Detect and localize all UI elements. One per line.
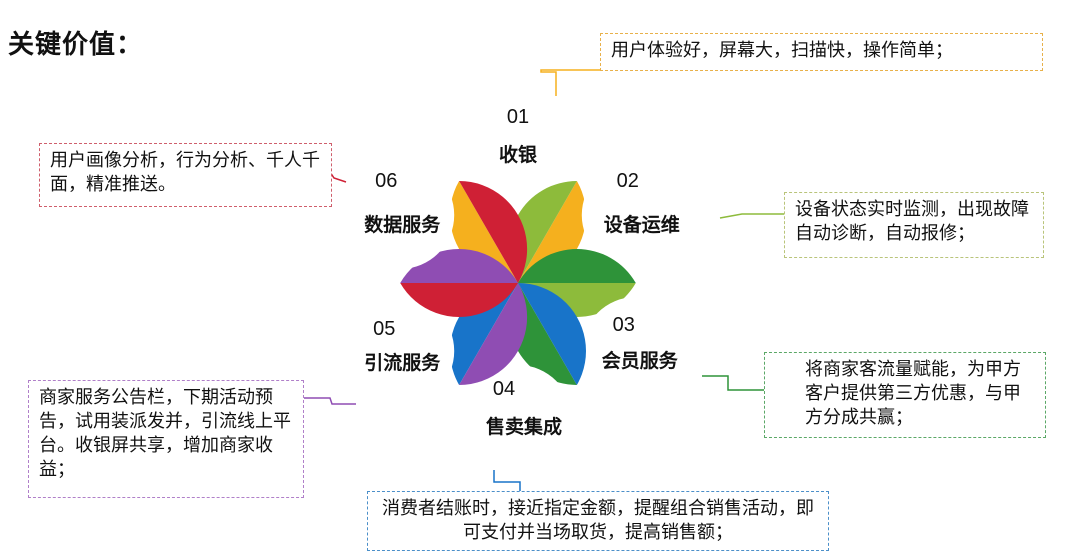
petal-01-label: 收银 <box>499 143 538 166</box>
connector-06 <box>329 171 347 183</box>
petal-06: 06 数据服务 <box>346 161 528 317</box>
petal-03: 03 会员服务 <box>508 249 690 405</box>
petal-02-inner-circle <box>581 161 690 269</box>
petal-06-shape <box>400 181 528 317</box>
petal-06-inner-circle <box>346 161 455 269</box>
petal-03-inner-circle <box>581 297 690 405</box>
petal-03-number: 03 <box>613 314 635 336</box>
petal-06-label: 数据服务 <box>364 213 441 236</box>
petal-04-label: 售卖集成 <box>485 415 562 438</box>
petal-04-inner-circle <box>464 365 572 473</box>
connector-03 <box>702 375 764 391</box>
petal-01-number: 01 <box>507 106 529 128</box>
connector-lines <box>304 69 784 492</box>
connector-04 <box>493 470 521 492</box>
page-title: 关键价值： <box>8 29 144 59</box>
connector-02 <box>719 213 784 219</box>
petal-03-label: 会员服务 <box>602 349 679 372</box>
note-02: 设备状态实时监测，出现故障自动诊断，自动报修； <box>784 192 1044 258</box>
petal-05-label: 引流服务 <box>364 351 441 374</box>
petal-02-label: 设备运维 <box>604 213 680 236</box>
connector-05 <box>304 397 356 405</box>
petal-05-number: 05 <box>373 318 395 340</box>
petal-01-inner-circle <box>464 93 572 201</box>
petal-04-number: 04 <box>493 378 515 400</box>
note-03: 将商家客流量赋能，为甲方客户提供第三方优惠，与甲方分成共赢； <box>764 352 1046 438</box>
note-04: 消费者结账时，接近指定金额，提醒组合销售活动，即可支付并当场取货，提高销售额； <box>367 491 829 551</box>
note-06: 用户画像分析，行为分析、千人千面，精准推送。 <box>39 143 332 207</box>
note-01: 用户体验好，屏幕大，扫描快，操作简单； <box>600 33 1043 71</box>
petal-05-inner-circle <box>346 297 455 405</box>
connector-01 <box>540 69 608 96</box>
petal-02-number: 02 <box>617 170 639 192</box>
note-05: 商家服务公告栏，下期活动预告，试用装派发并，引流线上平台。收银屏共享，增加商家收… <box>28 380 304 498</box>
petal-03-shape <box>508 249 636 385</box>
petal-06-number: 06 <box>375 170 397 192</box>
